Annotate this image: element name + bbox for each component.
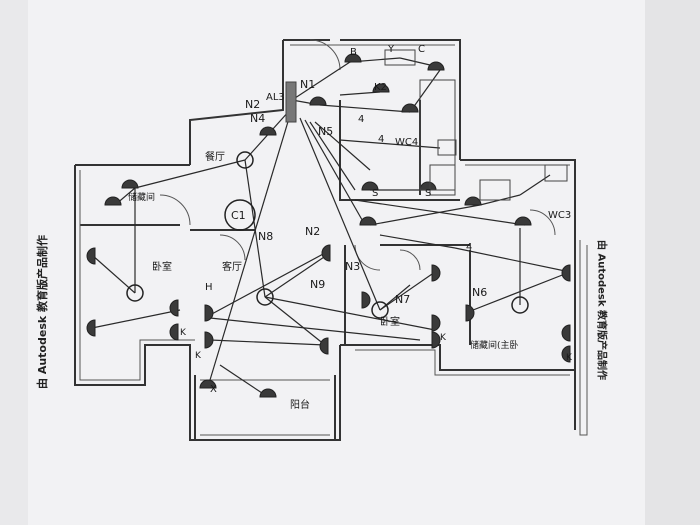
socket-12 — [431, 331, 441, 349]
mark-k1: K — [180, 328, 187, 338]
room-bedroom-left: 卧室 — [152, 260, 172, 273]
socket-5 — [204, 304, 214, 322]
watermark-right: 由 Autodesk 教育版产品制作 — [595, 239, 607, 381]
socket-9 — [361, 291, 371, 309]
lamp-1 — [309, 96, 327, 106]
mark-x: X — [210, 384, 217, 395]
socket-16 — [561, 345, 571, 363]
circuit-n6: N6 — [472, 286, 487, 299]
fixtures — [285, 49, 568, 201]
lamp-10 — [104, 196, 122, 206]
room-balcony: 阳台 — [290, 398, 310, 411]
room-wc3: WC3 — [548, 210, 571, 221]
lamp-7 — [464, 196, 482, 206]
circuit-n7: N7 — [395, 293, 410, 306]
circuit-n9: N9 — [310, 278, 325, 291]
wall-north-right — [340, 39, 461, 160]
lamp-14 — [344, 53, 362, 63]
mark-s1: S — [372, 188, 378, 199]
socket-10 — [431, 264, 441, 282]
lamp-9 — [121, 179, 139, 189]
wc-fixture — [479, 179, 511, 201]
mark-c: C — [418, 44, 425, 55]
mark-b: B — [350, 47, 357, 58]
circuit-n5: N5 — [318, 125, 333, 138]
socket-4 — [169, 323, 179, 341]
circuit-n4: N4 — [250, 112, 265, 125]
lamp-4 — [361, 181, 379, 191]
lamp-5 — [419, 181, 437, 191]
light-dining — [236, 151, 254, 169]
socket-2 — [86, 319, 96, 337]
mark-four2: 4 — [378, 134, 384, 145]
panel-al-label: AL3 — [266, 92, 285, 103]
kitchen-counter — [419, 79, 456, 191]
fan-wc4 — [437, 139, 457, 156]
socket-14 — [561, 264, 571, 282]
wall-west-upper — [189, 40, 284, 165]
lamp-13 — [199, 379, 217, 389]
socket-8 — [321, 244, 331, 262]
socket-11 — [431, 314, 441, 332]
mark-four1: 4 — [358, 114, 364, 125]
ceiling-lights — [126, 151, 529, 319]
lamp-12 — [259, 388, 277, 398]
mark-s2: S — [425, 188, 431, 199]
watermark-left: 由 Autodesk 教育版产品制作 — [36, 234, 49, 390]
mark-k4: K — [440, 333, 447, 343]
fan-wc3 — [544, 164, 568, 182]
mark-k3: K — [195, 351, 202, 361]
lamp-8 — [514, 216, 532, 226]
lamp-2 — [401, 103, 419, 113]
room-master: 储藏间(主卧 — [470, 339, 519, 351]
symbols — [86, 53, 571, 398]
socket-3 — [169, 299, 179, 317]
socket-6 — [204, 331, 214, 349]
paper-right-margin — [645, 0, 700, 525]
circuit-n8: N8 — [258, 230, 273, 243]
socket-7 — [319, 337, 329, 355]
mark-k5: K — [566, 353, 573, 363]
panel-c1-label: C1 — [231, 209, 246, 222]
room-dining: 餐厅 — [205, 150, 225, 163]
mark-h: H — [205, 282, 213, 293]
fixture-y — [384, 49, 416, 66]
wall-wc3 — [460, 159, 576, 245]
wc-fixture-2 — [429, 164, 456, 196]
light-bedroom-mid — [371, 301, 389, 319]
lamp-15 — [427, 61, 445, 71]
circuit-n1: N1 — [300, 78, 315, 91]
c1-circle — [224, 199, 256, 231]
room-wc4: WC4 — [395, 137, 418, 148]
socket-15 — [561, 324, 571, 342]
room-storage: 储藏间 — [128, 191, 155, 203]
circuit-n2b: N2 — [305, 225, 320, 238]
circuit-n3: N3 — [345, 260, 360, 273]
circuit-n2: N2 — [245, 98, 260, 111]
socket-1 — [86, 247, 96, 265]
wiring — [91, 57, 571, 398]
mark-four3: 4 — [466, 242, 472, 253]
room-living: 客厅 — [222, 260, 242, 273]
wall-kitchen — [339, 100, 460, 201]
wall-south-mid — [340, 344, 575, 371]
light-master — [511, 296, 529, 314]
wall-balcony — [194, 375, 336, 441]
lamp-11 — [259, 126, 277, 136]
panel-al3 — [285, 81, 297, 123]
mark-y: Y — [387, 44, 395, 55]
lamp-3 — [372, 83, 390, 93]
light-living — [256, 288, 274, 306]
lamp-6 — [359, 216, 377, 226]
mark-k2: K2 — [374, 82, 387, 93]
room-bedroom-mid: 卧室 — [380, 315, 400, 328]
thin-walls — [79, 39, 588, 436]
light-bedroom-left — [126, 284, 144, 302]
socket-13 — [465, 304, 475, 322]
